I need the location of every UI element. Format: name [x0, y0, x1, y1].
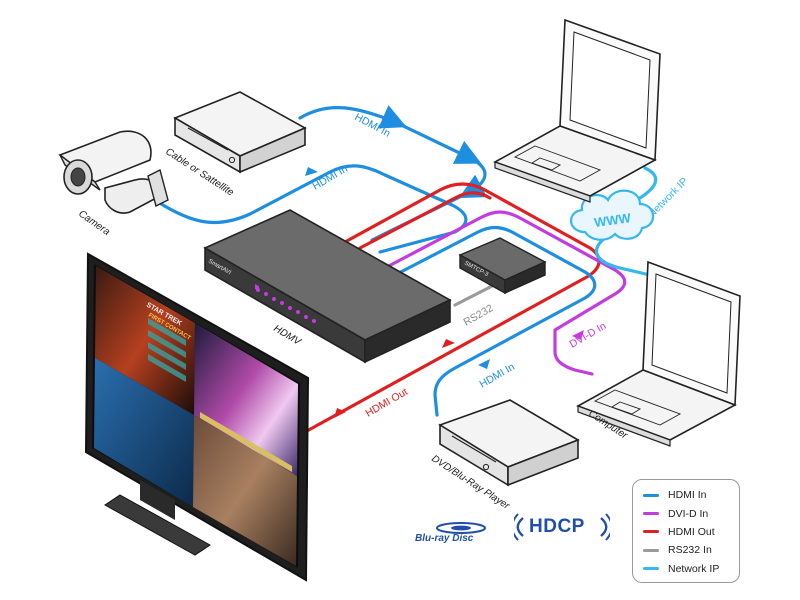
- legend-item: RS232 In: [643, 541, 739, 559]
- label-hdmi-out: HDMI Out: [364, 386, 410, 420]
- wire-dvi-in: [383, 210, 627, 376]
- bluray-disc-icon: [436, 522, 486, 534]
- hdcp-wave-icon: [514, 513, 610, 541]
- wire-hdmi-in-player: [393, 225, 597, 417]
- arrow-hdmi-camera: [305, 167, 318, 176]
- arrow-hdmi-out-1: [442, 339, 455, 348]
- tv-screen-movie: [95, 266, 195, 415]
- label-hdmv: HDMV: [271, 323, 303, 348]
- wire-hdmi-in-camera: [156, 164, 468, 254]
- legend-label: HDMI In: [668, 489, 707, 502]
- bluray-logo-text: Blu-ray Disc: [415, 533, 474, 544]
- hdmv-switcher-icon: [203, 209, 452, 364]
- cloud-label: WWW: [593, 210, 632, 230]
- legend-label: HDMI Out: [668, 525, 715, 538]
- wires: [156, 105, 658, 434]
- tv-screen-desktop: [194, 323, 298, 476]
- wire-hdmi-out-a: [303, 182, 601, 434]
- internet-cloud-icon: WWW: [570, 189, 655, 241]
- legend-item: DVI-D In: [643, 504, 739, 522]
- legend-item: Network IP: [643, 560, 739, 578]
- hdcp-logo: HDCP: [514, 512, 610, 542]
- wire-hdmi-in-cable: [298, 105, 488, 242]
- legend-label: DVI-D In: [668, 507, 709, 520]
- cable-box-icon: [173, 91, 307, 174]
- legend-swatch: [643, 530, 659, 534]
- hdcp-logo-text: HDCP: [529, 516, 585, 537]
- legend-item: HDMI In: [643, 486, 739, 504]
- smtcp-box-icon: [458, 237, 547, 295]
- legend-label: RS232 In: [668, 544, 712, 557]
- legend-swatch: [643, 567, 659, 571]
- bluray-player-icon: [438, 399, 580, 487]
- label-camera: Camera: [76, 208, 112, 238]
- wire-network-top: [638, 166, 658, 200]
- legend-swatch: [643, 512, 659, 516]
- arrow-hdmi-out-2: [334, 408, 346, 418]
- arrow-dvi: [572, 330, 584, 340]
- label-rs232: RS232: [462, 302, 496, 329]
- label-hdmi-in-camera: HDMI In: [311, 163, 350, 193]
- legend-label: Network IP: [668, 562, 720, 575]
- legend-swatch: [643, 493, 659, 497]
- laptop-network-icon: [493, 18, 661, 203]
- bluray-logo: Blu-ray Disc: [415, 521, 507, 547]
- television-icon: [84, 252, 310, 582]
- wire-hdmi-out-b: [358, 191, 492, 250]
- camera-icon: [58, 130, 169, 214]
- arrow-hdmi-player: [478, 359, 490, 369]
- tv-screen-news: [94, 358, 194, 507]
- legend-item: HDMI Out: [643, 523, 739, 541]
- laptop-computer-icon: [576, 260, 741, 447]
- arrow-hdmi-cable: [456, 149, 468, 158]
- legend-swatch: [643, 548, 659, 552]
- tv-screen-camera: [193, 415, 297, 566]
- wire-network-bottom: [594, 236, 652, 277]
